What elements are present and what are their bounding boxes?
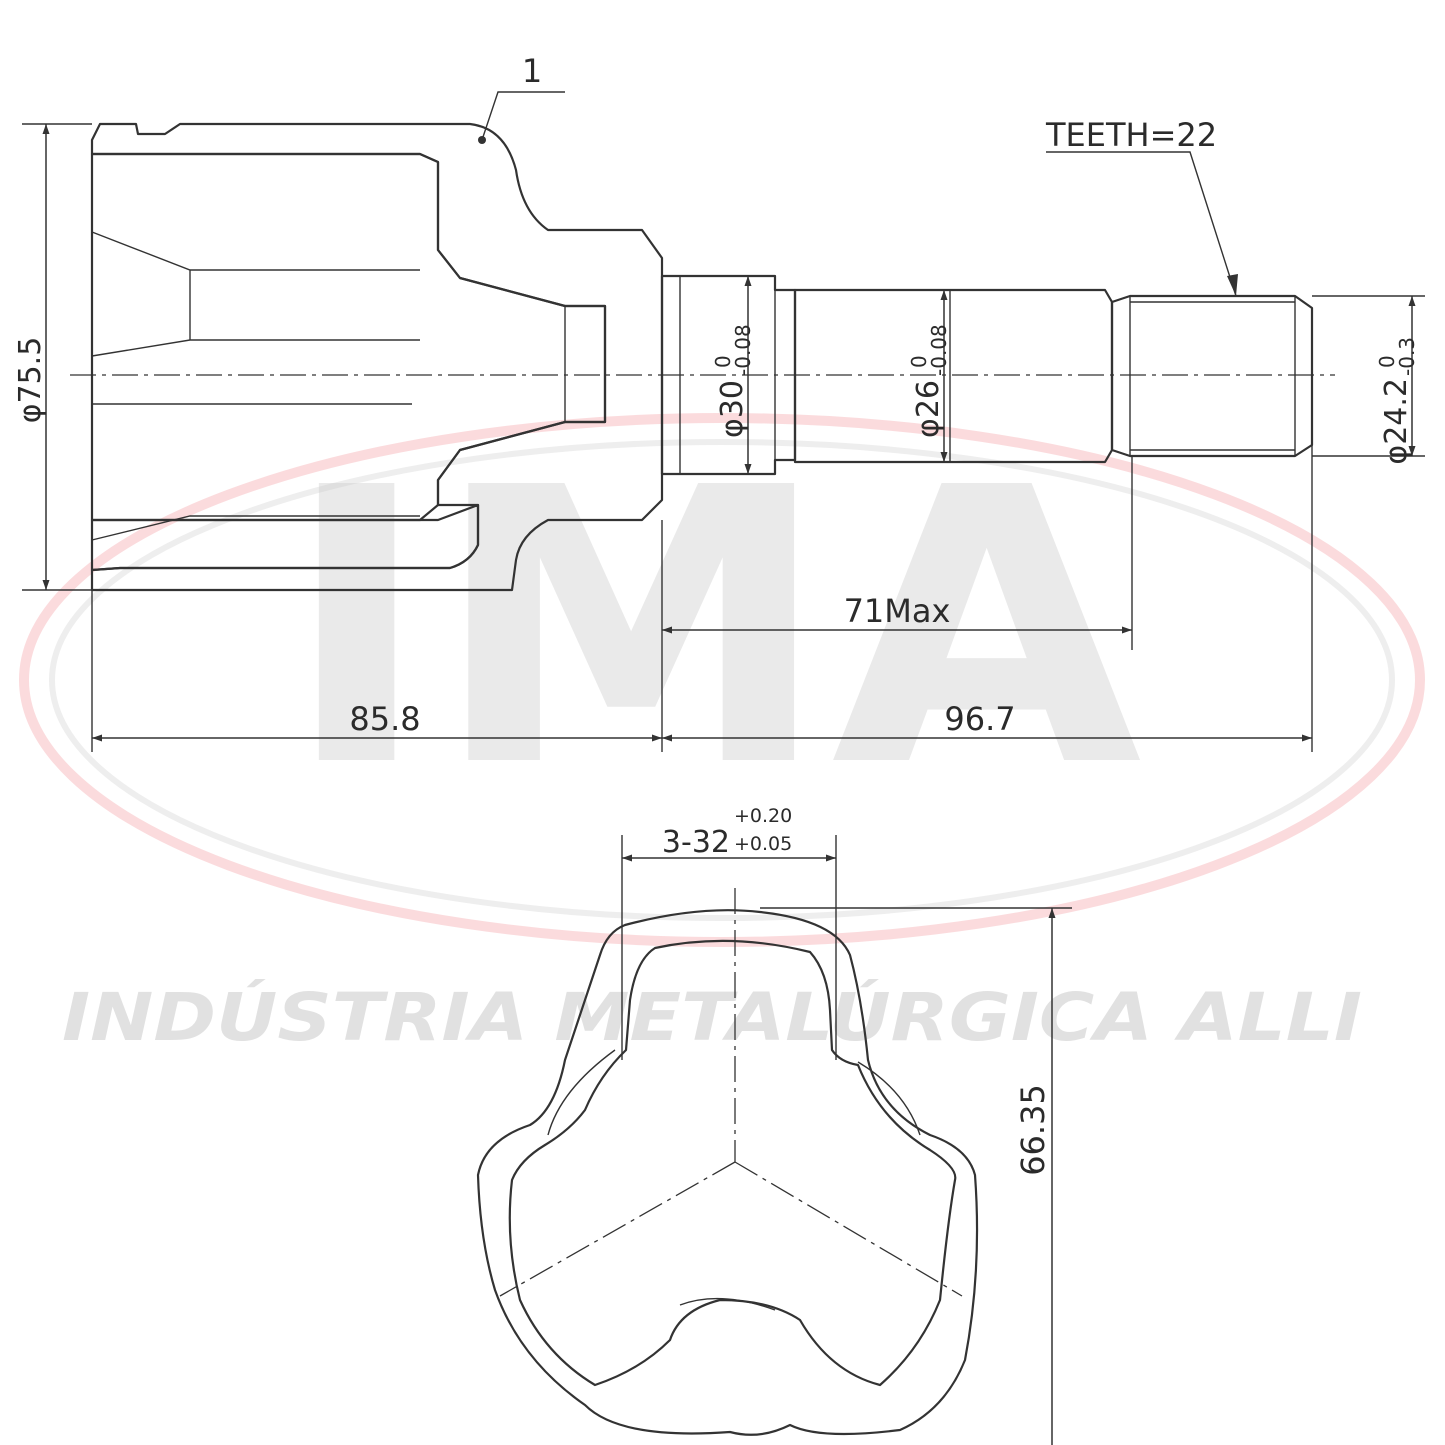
dim-spline-tol-lower: -0.3 (1395, 337, 1419, 376)
bore-step (564, 306, 606, 422)
watermark-company: INDÚSTRIA METALÚRGICA ALLI (62, 979, 1362, 1056)
spline-teeth (1129, 296, 1296, 456)
dim-bell-length: 85.8 (349, 700, 420, 738)
extension-lines (22, 123, 1425, 752)
tripod-outer-contour (476, 909, 979, 1436)
dim-groove: 3-32 (662, 825, 730, 860)
dim-shaft-30: φ30 (715, 380, 750, 438)
dim-groove-tol-upper: +0.20 (734, 805, 792, 827)
dim-shaft-26: φ26 (911, 380, 946, 438)
dim-groove-tol-lower: +0.05 (734, 833, 792, 855)
dim-spline-tol-upper: 0 (1375, 355, 1399, 368)
tripod-pocket-arcs (547, 1049, 921, 1311)
dim-shaft-26-label: φ26 0 -0.08 (907, 324, 951, 438)
watermark-ring-inner (49, 439, 1395, 921)
tripod-inner-contour (508, 939, 957, 1387)
dim-shaft-26-tol-lower: -0.08 (927, 324, 951, 376)
dim-shaft-length: 96.7 (944, 700, 1015, 738)
dim-outer-diameter: φ75.5 (13, 337, 48, 424)
dim-shaft-26-tol-upper: 0 (907, 355, 931, 368)
watermark: IMA INDÚSTRIA METALÚRGICA ALLI (19, 407, 1425, 1056)
groove-extension-lines (621, 835, 837, 1060)
dim-spline-label: φ24.2 0 -0.3 (1375, 337, 1419, 465)
dim-tripod-height: 66.35 (1014, 1084, 1052, 1176)
dim-shaft-30-tol-upper: 0 (711, 355, 735, 368)
dim-shaft-30-tol-lower: -0.08 (731, 324, 755, 376)
height-extension-lines (760, 907, 1072, 909)
dim-spline-max: 71Max (844, 592, 951, 630)
teeth-leader-arrow (1227, 274, 1238, 296)
section-lower (90, 503, 480, 572)
teeth-leader (1046, 151, 1237, 297)
dim-spline: φ24.2 (1379, 378, 1414, 465)
dim-shaft-30-label: φ30 0 -0.08 (711, 324, 755, 438)
spline-section (1110, 294, 1314, 458)
side-view: φ75.5 φ30 0 -0.08 φ26 0 -0.08 φ24.2 0 -0… (13, 52, 1425, 752)
part-number: 1 (522, 52, 542, 90)
part-leader (481, 91, 565, 141)
teeth-note: TEETH=22 (1045, 116, 1217, 154)
watermark-ring-outer (19, 413, 1425, 947)
part-leader-dot (478, 136, 486, 144)
end-view: 3-32 +0.20 +0.05 66.35 (476, 805, 1072, 1445)
tripod-axis-lines (499, 888, 963, 1297)
bore-cone (91, 231, 420, 405)
flange-taper (91, 515, 420, 541)
